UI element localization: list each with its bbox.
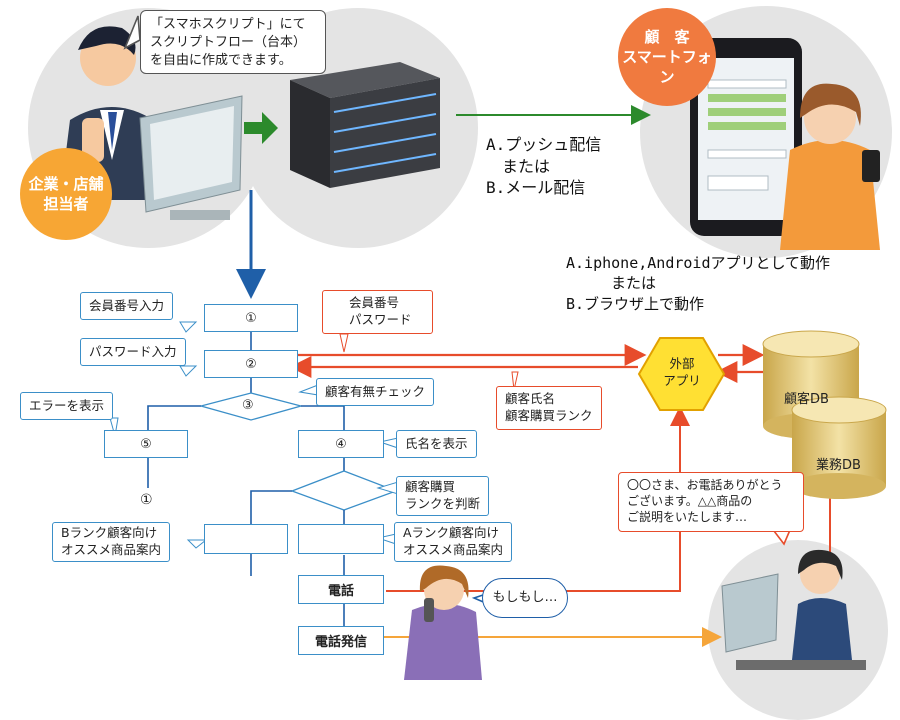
- script-callout: 「スマホスクリプト」にて スクリプトフロー（台本） を自由に作成できます。: [140, 10, 326, 74]
- step-3-label: ③: [242, 398, 254, 413]
- phone-call-box: 電話発信: [298, 626, 384, 655]
- company-badge: 企業・店舗 担当者: [20, 148, 112, 240]
- caller-illustration: [404, 565, 482, 680]
- customer-check-label: 顧客有無チェック: [316, 378, 435, 406]
- smartphone-illustration: [690, 38, 802, 236]
- woman-illustration: [780, 83, 880, 250]
- customer-db-label: 顧客DB: [784, 392, 829, 407]
- phone-box: 電話: [298, 575, 384, 604]
- b-rank-label: Bランク顧客向け オススメ商品案内: [52, 522, 171, 562]
- member-number-input-label: 会員番号入力: [80, 292, 174, 320]
- script-callout-pointer: [123, 15, 141, 50]
- green-arrow-icon: [244, 112, 278, 144]
- a-rank-box: [298, 524, 384, 554]
- show-name-label: 氏名を表示: [396, 430, 477, 458]
- customer-speech-bubble: もしもし…: [482, 578, 568, 618]
- delivery-method-text: A.プッシュ配信 または B.メール配信: [486, 135, 602, 198]
- loop-back-label: ①: [140, 492, 153, 508]
- decision-diamond-3: [198, 392, 304, 421]
- computer-illustration: [139, 95, 243, 220]
- member-password-label: 会員番号 パスワード: [322, 290, 433, 334]
- step-5-box: ⑤: [104, 430, 188, 458]
- step-4-box: ④: [298, 430, 384, 458]
- decision-diamond-rank: [290, 470, 398, 511]
- step-1-box: ①: [204, 304, 298, 332]
- customer-smartphone-badge: 顧 客 スマートフォン: [618, 8, 716, 106]
- a-rank-label: Aランク顧客向け オススメ商品案内: [394, 522, 513, 562]
- external-app-hexagon: [637, 337, 726, 411]
- b-rank-box: [204, 524, 288, 554]
- customer-info-label: 顧客氏名 顧客購買ランク: [496, 386, 602, 430]
- operator-speech-bubble: 〇〇さま、お電話ありがとう ございます。△△商品の ご説明をいたします…: [618, 472, 804, 532]
- show-error-label: エラーを表示: [20, 392, 114, 420]
- business-db-label: 業務DB: [816, 458, 861, 473]
- step-2-box: ②: [204, 350, 298, 378]
- password-input-label: パスワード入力: [80, 338, 186, 366]
- operator-illustration: [721, 549, 866, 670]
- judge-rank-label: 顧客購買 ランクを判断: [396, 476, 490, 516]
- app-mode-text: A.iphone,Androidアプリとして動作 または B.ブラウザ上で動作: [566, 254, 831, 313]
- server-illustration: [290, 62, 440, 188]
- business-db-cylinder: [791, 396, 887, 499]
- external-app-label: 外部 アプリ: [663, 356, 701, 388]
